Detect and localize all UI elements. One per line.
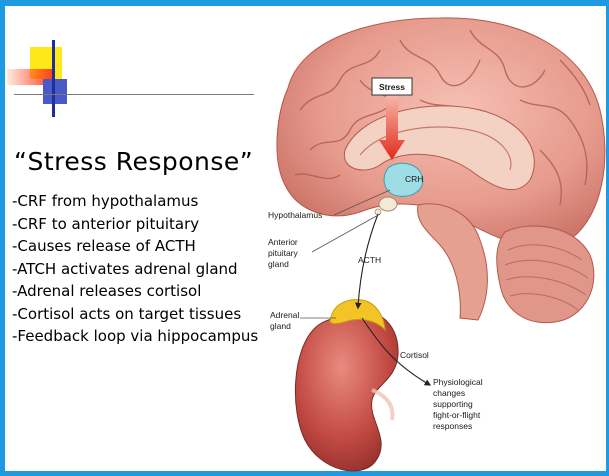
- kidney: [295, 311, 398, 471]
- cerebellum: [497, 226, 594, 323]
- anterior-pituitary-label: Anterior pituitary gland: [268, 237, 300, 269]
- physiological-changes-label: Physiological changes supporting fight-o…: [433, 377, 485, 431]
- hypothalamus-label: Hypothalamus: [268, 210, 322, 220]
- adrenal-gland-label: Adrenal gland: [270, 310, 302, 331]
- acth-label: ACTH: [358, 255, 381, 265]
- pituitary-gland: [379, 197, 397, 211]
- crh-label: CRH: [405, 174, 423, 184]
- stress-label: Stress: [379, 82, 405, 92]
- cortisol-label: Cortisol: [400, 350, 429, 360]
